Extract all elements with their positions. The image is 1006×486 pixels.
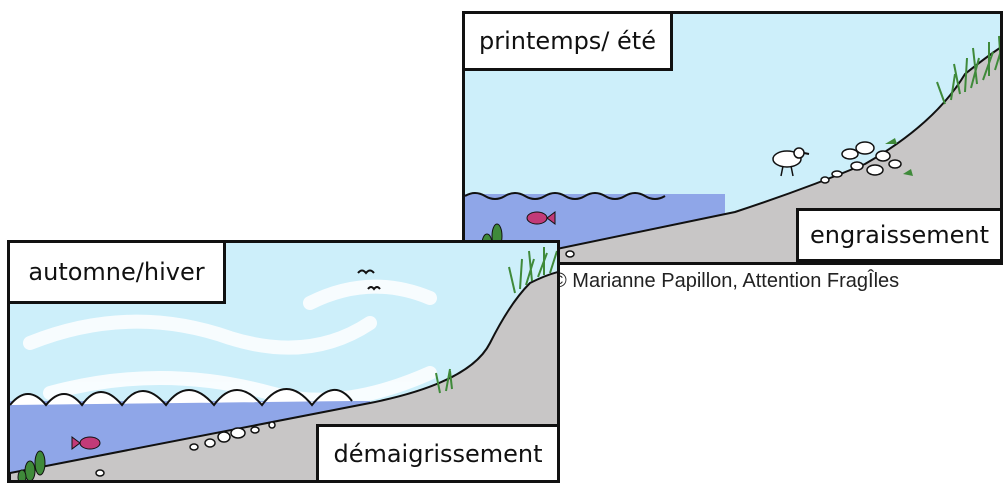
summer-seaweed	[885, 138, 913, 176]
plover-bird	[772, 147, 810, 177]
winter-pebbles	[95, 421, 276, 477]
gulls	[357, 269, 381, 291]
summer-dune-grass	[936, 35, 1000, 105]
copyright-credit: © Marianne Papillon, Attention FragÎles	[552, 270, 900, 292]
summer-season-label: printemps/ été	[465, 14, 673, 71]
winter-dune-grass	[435, 247, 557, 394]
winter-seagrass	[17, 450, 46, 480]
breaking-waves	[10, 388, 353, 407]
winter-process-label: démaigrissement	[316, 424, 557, 480]
summer-fish	[526, 211, 556, 225]
winter-season-label: automne/hiver	[10, 243, 226, 304]
summer-panel: printemps/ été engraissement	[462, 11, 1003, 265]
summer-wave-line	[465, 192, 666, 200]
summer-beach-illustration	[465, 14, 1000, 262]
summer-process-label: engraissement	[796, 208, 1000, 262]
winter-fish	[71, 436, 101, 450]
winter-panel: automne/hiver démaigrissement	[7, 240, 560, 483]
summer-pebbles	[565, 141, 902, 258]
